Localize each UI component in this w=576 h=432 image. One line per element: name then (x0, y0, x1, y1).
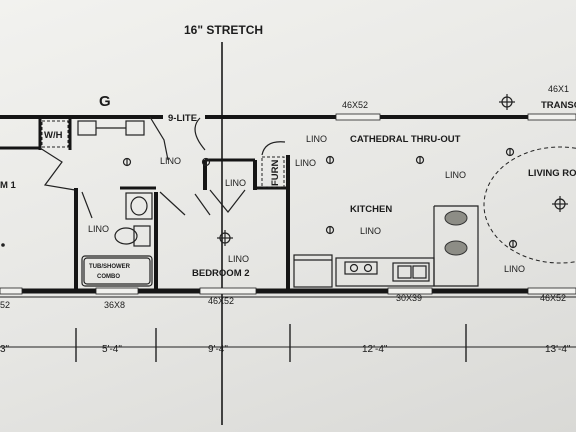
dimension-1: 3" (0, 344, 10, 355)
window-label-36x8: 36X8 (104, 300, 125, 310)
floor-lino: LINO (295, 158, 316, 168)
light-fixture (505, 147, 515, 157)
kitchen-label: KITCHEN (350, 204, 392, 215)
toilet-bowl (114, 227, 138, 245)
floor-lino: LINO (504, 264, 525, 274)
transom-label: TRANSC (541, 100, 576, 111)
bedroom2-door-leaf (194, 193, 211, 216)
floor-lino: LINO (360, 226, 381, 236)
tub-label-2: COMBO (97, 274, 120, 280)
range (293, 254, 333, 288)
outlet-dot (1, 243, 5, 247)
window-bottom-46x52-a (199, 287, 257, 295)
window-label-46x52-b: 46X52 (540, 293, 566, 303)
bedroom-1-label: M 1 (0, 180, 17, 191)
living-room-rug (483, 146, 576, 264)
bedroom-2-label: BEDROOM 2 (192, 268, 250, 279)
furnace-label: FURN (270, 159, 281, 186)
furnace-box (261, 156, 285, 188)
light-fixture (325, 155, 335, 165)
island-sink-1 (444, 210, 468, 226)
dimension-4: 12'-4" (362, 344, 388, 355)
light-fixture (415, 155, 425, 165)
tub-inner (83, 257, 151, 285)
light-fixture (201, 157, 211, 167)
furnace-door-swing (261, 141, 286, 156)
light-fixture (122, 157, 132, 167)
kitchen-sink (392, 262, 430, 282)
bath-door-leaf (159, 191, 186, 216)
living-room-label: LIVING RO (528, 168, 576, 179)
gas-meter-symbol: G (99, 93, 111, 110)
floor-lino: LINO (445, 170, 466, 180)
window-top-right (527, 113, 576, 121)
burner-2 (363, 263, 373, 273)
closet-bifold-doors (209, 189, 246, 213)
window-bottom-30x39 (387, 287, 433, 295)
window-top-46x52 (335, 113, 381, 121)
window-label-46x52-a: 46X52 (208, 296, 234, 306)
floor-lino: LINO (88, 224, 109, 234)
toilet-tank (133, 225, 151, 247)
light-symbols (122, 94, 568, 249)
closet-shelf-1 (77, 120, 97, 136)
cathedral-label: CATHEDRAL THRU-OUT (350, 134, 461, 145)
window-label-bottom-left: 52 (0, 300, 10, 310)
window-label-top-right: 46X1 (548, 84, 569, 94)
bath-door-leaf-2 (81, 191, 93, 219)
dimension-2: 5'-4" (102, 344, 122, 355)
burner-1 (349, 263, 359, 273)
sink-basin-1 (397, 265, 412, 279)
tub-label-1: TUB/SHOWER (89, 264, 131, 270)
floor-lino: LINO (306, 134, 327, 144)
closet-shelf-2 (125, 120, 145, 136)
dimension-3: 9'-4" (208, 344, 228, 355)
plan-title: 16" STRETCH (184, 23, 263, 37)
hall-angle-wall-top (149, 116, 169, 161)
dimension-5: 13'-4" (545, 344, 571, 355)
window-bottom-36x8 (95, 287, 139, 295)
window-bottom-left (0, 287, 23, 295)
cooktop (344, 261, 378, 275)
dimension-line (0, 324, 576, 362)
floor-lino: LINO (228, 254, 249, 264)
island-sink-2 (444, 240, 468, 256)
sink-vanity (125, 192, 153, 220)
nine-lite-door-swing (194, 117, 206, 151)
island-counter (433, 205, 479, 287)
sink-bowl (130, 196, 148, 216)
light-fixture (508, 239, 518, 249)
floor-lino: LINO (160, 156, 181, 166)
nine-lite-label: 9-LITE (168, 113, 197, 124)
hall-angle-wall-left (39, 147, 76, 191)
water-heater-box (41, 120, 69, 148)
water-heater-label: W/H (44, 130, 63, 141)
sink-basin-2 (412, 265, 427, 279)
light-fixture (325, 225, 335, 235)
window-bottom-46x52-b (527, 287, 576, 295)
window-label-top: 46X52 (342, 100, 368, 110)
tub-shower (81, 255, 153, 287)
window-label-30x39: 30X39 (396, 293, 422, 303)
floor-lino: LINO (225, 178, 246, 188)
